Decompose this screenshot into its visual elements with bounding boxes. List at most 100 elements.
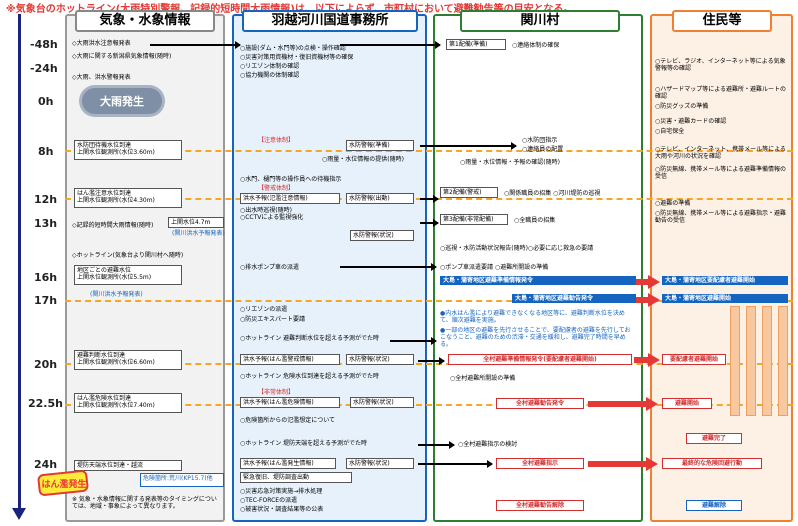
village-item: ○連絡体制の確保 <box>512 42 560 49</box>
weather-label: (関川洪水予報発表) <box>90 291 143 298</box>
resident-item: ○テレビ、ラジオ、インターネット等による気象警報等の確認 <box>655 58 786 72</box>
office-flood-warning: 水防警報(状況) <box>350 230 414 241</box>
flow-arrow-icon <box>420 195 439 203</box>
column-village <box>433 14 643 522</box>
village-note: ●内水はん濫により避難できなくなる地区等に、避難判断水位を決めて、順次避難を実施… <box>440 310 625 324</box>
office-item: ○施設(ダム・水門等)の点検・操作確認 <box>240 45 346 52</box>
office-flood-warning: 水防警報(状況) <box>346 354 414 365</box>
evac-flow-bar <box>746 306 756 416</box>
time-label: -48h <box>30 38 58 51</box>
village-stage-box: 第2配備(警戒) <box>440 187 498 198</box>
resident-item: ○災害・避難カードの確認 <box>655 118 727 125</box>
office-stage: 【警戒体制】 <box>258 185 295 192</box>
weather-box-spots: 危険箇所:荒川(KP15.7)他 <box>140 473 224 487</box>
box-title: はん濫注意水位到達 <box>77 190 132 197</box>
rain-label: 大雨発生 <box>100 95 144 108</box>
evac-flow-bar <box>730 306 740 416</box>
alert-arrow-bar <box>636 279 650 285</box>
resident-item: ○自宅保全 <box>655 128 685 135</box>
flow-arrow-icon <box>390 337 437 345</box>
office-item: ○協力機関の体制確認 <box>240 72 300 79</box>
office-item: ○災害応急対策実施→排水処理 <box>240 488 323 495</box>
office-stage: 【注意体制】 <box>258 137 295 144</box>
alert-arrow-icon <box>648 275 660 289</box>
timeline-arrow-icon <box>12 508 26 520</box>
village-item: ○関係職員の招集 ○河川堤防の巡視 <box>504 190 601 197</box>
village-item: ○全職員の招集 <box>514 217 556 224</box>
time-label: 24h <box>34 458 58 471</box>
flow-arrow-icon <box>418 441 455 449</box>
office-item: ○ホットライン 危険水位到達を超える予測がでた時 <box>240 373 379 380</box>
weather-item: ◇大雨、洪水警報発表 <box>72 74 131 81</box>
office-item: ○CCTVによる監視強化 <box>240 214 304 221</box>
weather-item: ◇記録的短時間大雨情報(随時) <box>72 222 154 229</box>
weather-box-overflow: 堤防天端水位到達・越流 <box>74 460 182 471</box>
office-flood-warning: 水防警報(状況) <box>350 397 414 408</box>
column-office <box>232 14 427 522</box>
alert-arrow-icon <box>648 353 660 367</box>
evac-flow-bar <box>778 306 788 416</box>
village-item: ○雨量・水位情報・予報の確認(随時) <box>460 159 560 166</box>
office-item: ○被害状況・調査結果等の公表 <box>240 506 324 513</box>
resident-alert-box: 要配慮者避難開始 <box>662 354 726 365</box>
flow-arrow-icon <box>420 142 517 150</box>
office-forecast: 洪水予報(はん濫発生情報) <box>240 458 336 469</box>
weather-box-level: 上関水位4.7m <box>168 217 224 228</box>
weather-box-judgment: 避難判断水位到達 上関水位観測所(水位6.60m) <box>74 350 182 370</box>
village-alert-box: 全村避難準備情報発令(要配慮者避難開始) <box>448 354 632 365</box>
alert-arrow-icon <box>646 397 658 411</box>
village-stage-box: 第1配備(準備) <box>446 39 506 50</box>
box-sub: 上関水位観測所(水位7.40m) <box>77 402 155 409</box>
resident-notice-bar: 大島・蒲寄地区避難開始 <box>662 294 788 303</box>
resident-alert-box: 避難完了 <box>686 433 742 444</box>
village-notice-bar: 大島・蒲寄地区避難準備情報発令 <box>440 276 636 285</box>
time-divider <box>65 150 793 152</box>
office-item: ○リエゾンの派遣 <box>240 306 288 313</box>
resident-alert-box: 避難開始 <box>662 398 712 409</box>
office-flood-warning: 水防警報(準備) <box>346 140 414 151</box>
time-label: 16h <box>34 271 58 284</box>
flow-arrow-icon <box>418 460 493 468</box>
flood-label: はん濫発生 <box>41 480 87 490</box>
flow-arrow-icon <box>418 357 445 365</box>
time-label: 17h <box>34 294 58 307</box>
office-item: ○防災エキスパート要請 <box>240 316 306 323</box>
office-item: ○TEC-FORCEの派遣 <box>240 497 298 504</box>
time-label: 13h <box>34 217 58 230</box>
box-sub: 上関水位観測所(水位3.60m) <box>77 149 155 156</box>
alert-arrow-bar <box>588 461 646 467</box>
weather-footnote: ※ 気象・水象情報に関する発表等のタイミングについては、地域・事象によって異なり… <box>72 496 217 510</box>
alert-arrow-bar <box>588 401 646 407</box>
office-item: ○水門、樋門等の操作員への待機指示 <box>240 176 342 183</box>
header-weather: 気象・水象情報 <box>75 10 215 32</box>
office-emergency-box: 緊急復旧、堤防調査出動 <box>240 472 352 483</box>
village-item: ○巡視・水防活動状況報告(随時)○必要に応じ救急の要請 <box>440 245 594 252</box>
office-item: ○ホットライン 堤防天端を超える予測がでた時 <box>240 440 367 447</box>
weather-item: ◇ホットライン(気象台より関川村へ随時) <box>72 252 184 259</box>
evac-flow-bar <box>762 306 772 416</box>
alert-arrow-icon <box>648 293 660 307</box>
time-label: 20h <box>34 358 58 371</box>
alert-arrow-icon <box>646 457 658 471</box>
time-label: 0h <box>38 95 54 108</box>
village-stage-box: 第3配備(非常配備) <box>440 214 508 225</box>
box-sub: 上関水位観測所(水位4.30m) <box>77 197 155 204</box>
village-alert-box: 全村避難勧告解除 <box>496 500 584 511</box>
village-note: ●一部の地区の避難を先行させることで、要配慮者の避難を先行しておこなうこと、避難… <box>440 327 631 348</box>
flow-arrow-icon <box>150 41 241 49</box>
resident-item: ○防災グッズの準備 <box>655 103 709 110</box>
weather-box-standby: 水防団待機水位到達 上関水位観測所(水位3.60m) <box>74 140 182 160</box>
office-forecast: 洪水予報(はん濫警戒情報) <box>240 354 340 365</box>
time-label: 22.5h <box>28 397 63 410</box>
office-flood-warning: 水防警報(状況) <box>346 458 414 469</box>
office-flood-warning: 水防警報(出動) <box>346 193 414 204</box>
office-forecast: 洪水予報(氾濫注意情報) <box>240 193 340 204</box>
flow-arrow-icon <box>340 41 441 49</box>
village-item: ○全村避難所開設の準備 <box>450 375 516 382</box>
weather-box-evac-level: 地区ごとの避難水位 上関水位観測所(水位5.5m) <box>74 265 182 285</box>
village-alert-box: 全村避難勧告発令 <box>496 398 584 409</box>
header-residents: 住民等 <box>672 10 772 32</box>
header-office: 羽越河川国道事務所 <box>242 10 418 32</box>
office-item: ○リエゾン体制の確認 <box>240 63 300 70</box>
box-title: 水防団待機水位到達 <box>77 142 132 149</box>
